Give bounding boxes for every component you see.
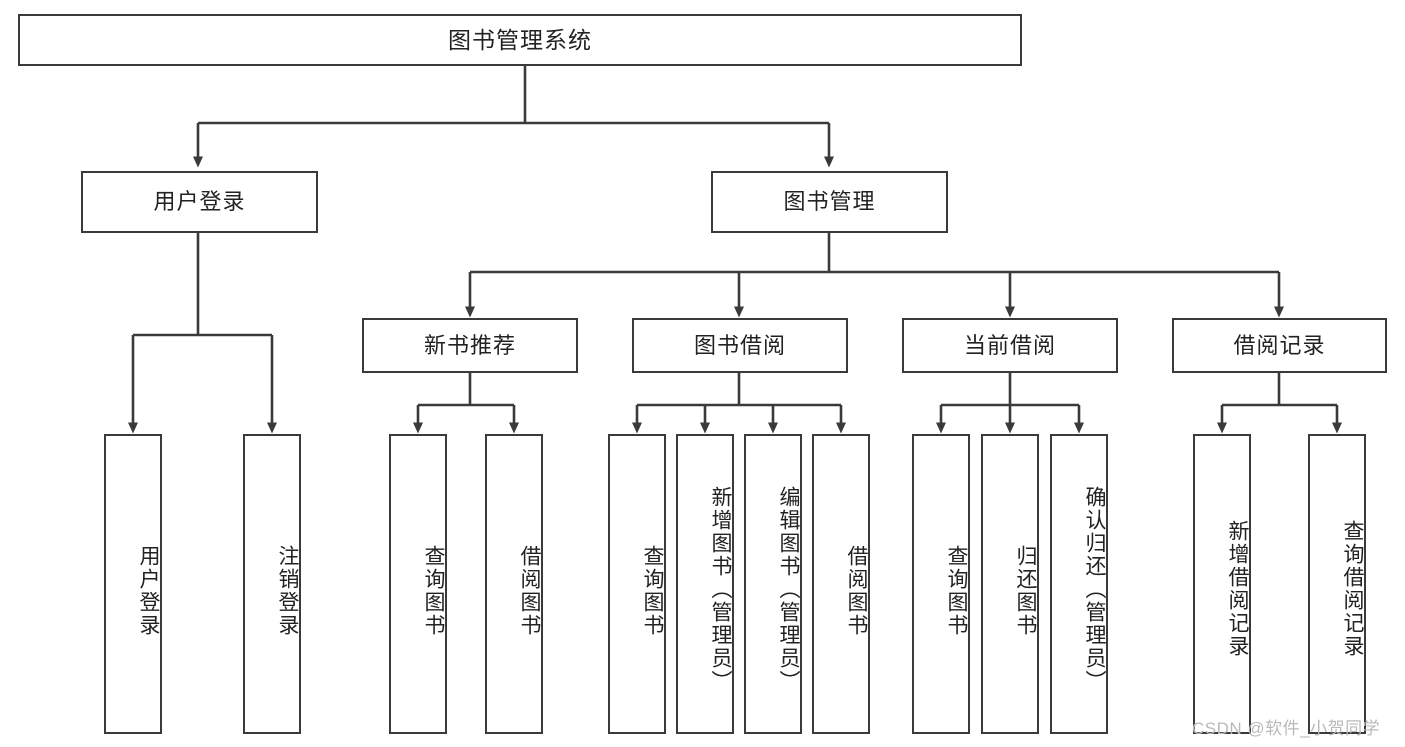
node-root-label: 图书管理系统 — [448, 26, 592, 53]
node-book-borrow[interactable]: 图书借阅 — [632, 318, 848, 373]
leaf-user-login-signout[interactable]: 注销登录 — [243, 434, 301, 734]
leaf-label: 用户登录 — [137, 545, 160, 637]
leaf-user-login-signin[interactable]: 用户登录 — [104, 434, 162, 734]
leaf-label: 注销登录 — [276, 545, 299, 637]
leaf-borrow-edit-book-admin[interactable]: 编辑图书（管理员） — [744, 434, 802, 734]
node-borrow-records-label: 借阅记录 — [1233, 332, 1326, 358]
node-new-book-recommend[interactable]: 新书推荐 — [362, 318, 578, 373]
leaf-records-query[interactable]: 查询借阅记录 — [1308, 434, 1366, 734]
node-current-borrow-label: 当前借阅 — [963, 332, 1056, 358]
node-root[interactable]: 图书管理系统 — [18, 14, 1022, 66]
watermark: CSDN @软件_小贺同学 — [1192, 719, 1381, 738]
leaf-borrow-borrow-book[interactable]: 借阅图书 — [812, 434, 870, 734]
node-current-borrow[interactable]: 当前借阅 — [902, 318, 1118, 373]
leaf-new-book-borrow[interactable]: 借阅图书 — [485, 434, 543, 734]
leaf-borrow-add-book-admin[interactable]: 新增图书（管理员） — [676, 434, 734, 734]
leaf-label: 查询图书 — [641, 545, 664, 637]
node-new-book-recommend-label: 新书推荐 — [423, 332, 516, 358]
leaf-label: 查询图书 — [945, 545, 968, 637]
leaf-label: 借阅图书 — [845, 545, 868, 637]
node-book-borrow-label: 图书借阅 — [693, 332, 786, 358]
leaf-label: 新增图书（管理员） — [709, 485, 732, 693]
leaf-current-confirm-return-admin[interactable]: 确认归还（管理员） — [1050, 434, 1108, 734]
leaf-new-book-query[interactable]: 查询图书 — [389, 434, 447, 734]
leaf-current-return[interactable]: 归还图书 — [981, 434, 1039, 734]
leaf-current-query[interactable]: 查询图书 — [912, 434, 970, 734]
node-book-manage-label: 图书管理 — [783, 189, 876, 214]
leaf-borrow-query[interactable]: 查询图书 — [608, 434, 666, 734]
leaf-label: 确认归还（管理员） — [1083, 485, 1106, 693]
node-borrow-records[interactable]: 借阅记录 — [1172, 318, 1387, 373]
leaf-label: 查询借阅记录 — [1341, 520, 1364, 658]
node-book-manage[interactable]: 图书管理 — [711, 171, 948, 233]
node-user-login-label: 用户登录 — [153, 189, 246, 214]
leaf-records-add[interactable]: 新增借阅记录 — [1193, 434, 1251, 734]
leaf-label: 编辑图书（管理员） — [777, 485, 800, 693]
leaf-label: 新增借阅记录 — [1226, 520, 1249, 658]
node-user-login[interactable]: 用户登录 — [81, 171, 318, 233]
leaf-label: 借阅图书 — [518, 545, 541, 637]
leaf-label: 查询图书 — [422, 545, 445, 637]
leaf-label: 归还图书 — [1014, 545, 1037, 637]
